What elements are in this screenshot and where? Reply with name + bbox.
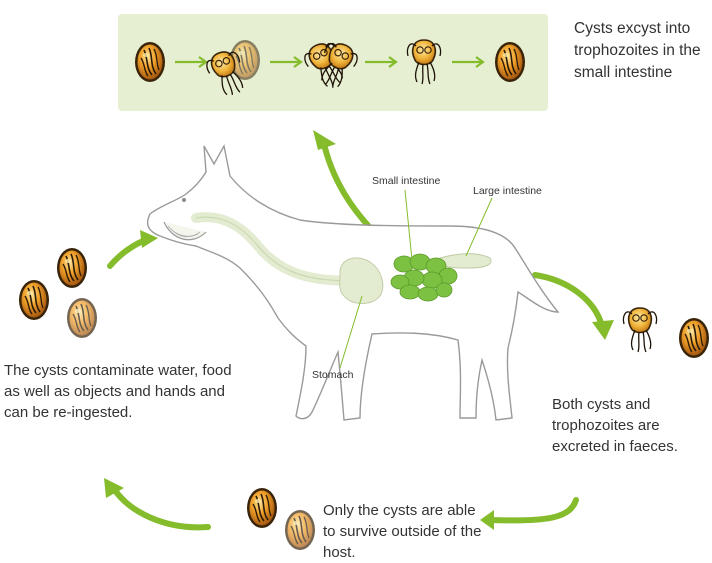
ingested-cysts: [19, 248, 97, 338]
stomach-label: Stomach: [312, 369, 353, 381]
arrow-to-survive: [490, 500, 576, 520]
small-intestine-label: Small intestine: [372, 175, 440, 187]
dog-eye: [182, 198, 186, 202]
environmental-cysts: [247, 488, 315, 550]
excretion-caption: Both cysts and trophozoites are excreted…: [552, 394, 707, 457]
arrow-to-excystation: [323, 140, 378, 236]
large-intestine-organ: [440, 254, 491, 269]
arrow-to-contaminate: [112, 486, 208, 527]
excreted-organisms: [623, 308, 709, 358]
contamination-caption: The cysts contaminate water, food as wel…: [4, 360, 234, 423]
survival-caption: Only the cysts are able to survive outsi…: [323, 500, 483, 563]
cyst-stage-1: [135, 42, 165, 82]
excystation-caption: Cysts excyst into trophozoites in the sm…: [574, 18, 712, 84]
cyst-stage-5: [495, 42, 525, 82]
large-intestine-label: Large intestine: [473, 185, 542, 197]
